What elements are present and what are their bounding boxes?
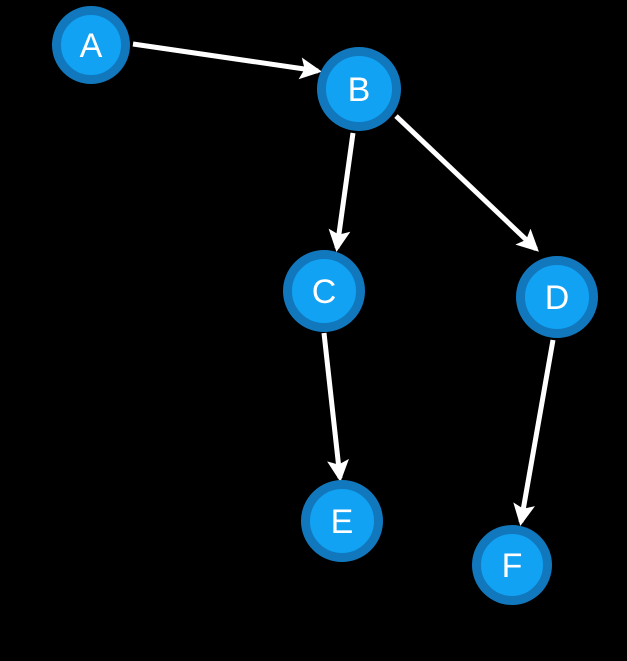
node-label-a: A: [80, 27, 103, 65]
node-circle-c[interactable]: [283, 250, 365, 332]
node-label-d: D: [545, 279, 570, 317]
graph-node-b[interactable]: B: [317, 47, 401, 131]
graph-node-e[interactable]: E: [301, 480, 383, 562]
node-circle-d[interactable]: [516, 256, 598, 338]
graph-node-f[interactable]: F: [472, 525, 552, 605]
graph-node-a[interactable]: A: [52, 6, 130, 84]
node-circle-b[interactable]: [317, 47, 401, 131]
graph-node-c[interactable]: C: [283, 250, 365, 332]
edges-layer: [132, 41, 556, 526]
node-label-c: C: [312, 273, 337, 311]
node-circle-e[interactable]: [301, 480, 383, 562]
graph-node-d[interactable]: D: [516, 256, 598, 338]
graph-edge-a-b: [132, 41, 322, 80]
nodes-layer: A B C D E F: [52, 6, 598, 605]
node-label-e: E: [331, 503, 354, 541]
graph-edge-b-d: [394, 114, 539, 252]
node-circle-f[interactable]: [472, 525, 552, 605]
node-label-b: B: [348, 71, 371, 109]
graph-edge-c-e: [321, 332, 349, 482]
graph-edge-d-f: [513, 339, 556, 526]
node-label-f: F: [502, 547, 523, 585]
node-circle-a[interactable]: [52, 6, 130, 84]
graph-edge-b-c: [328, 132, 356, 252]
